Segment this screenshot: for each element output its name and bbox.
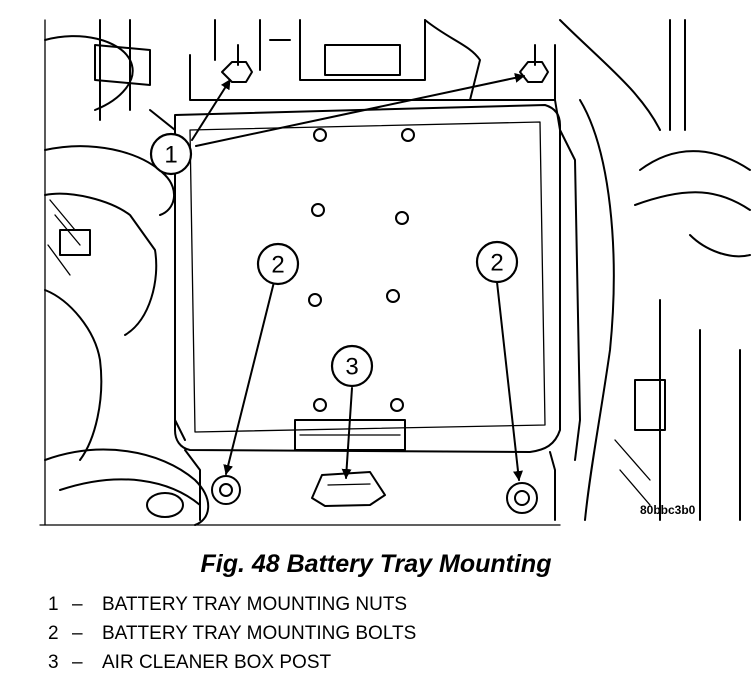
legend-item-number: 1 xyxy=(48,594,59,615)
engine-components-left xyxy=(44,19,210,526)
figure-reference-code: 80bbc3b0 xyxy=(640,503,696,517)
callout-2-right-label: 2 xyxy=(490,250,503,277)
callout-1: 1 xyxy=(149,132,193,176)
legend-item: 1 – BATTERY TRAY MOUNTING NUTS xyxy=(48,590,416,619)
callout-3-label: 3 xyxy=(345,354,358,381)
battery-tray-mounting-bolt-right xyxy=(506,482,538,514)
callout-2-left: 2 xyxy=(256,242,300,286)
tray-holes xyxy=(308,128,415,412)
legend-item-text: AIR CLEANER BOX POST xyxy=(102,652,332,673)
legend-item-separator: – xyxy=(72,623,83,644)
figure-caption: Fig. 48 Battery Tray Mounting xyxy=(200,550,552,578)
battery-tray-mounting-nut-right xyxy=(519,44,549,83)
battery-tray-mounting-nut-left xyxy=(221,44,253,83)
callout-leader-lines xyxy=(191,72,525,481)
engine-components-right xyxy=(554,19,751,521)
engine-components-top xyxy=(189,19,661,131)
battery-tray-mounting-bolt-left xyxy=(211,475,241,505)
air-cleaner-box-post xyxy=(311,471,386,507)
legend-item-number: 2 xyxy=(48,623,59,644)
legend-item: 3 – AIR CLEANER BOX POST xyxy=(48,648,416,677)
legend-item-number: 3 xyxy=(48,652,59,673)
legend-item-separator: – xyxy=(72,652,83,673)
callout-2-right: 2 xyxy=(475,240,519,284)
battery-tray-illustration: 1 2 2 3 80bbc3b0 xyxy=(39,19,751,526)
legend-item: 2 – BATTERY TRAY MOUNTING BOLTS xyxy=(48,619,416,648)
legend-item-text: BATTERY TRAY MOUNTING NUTS xyxy=(102,594,408,615)
legend-item-separator: – xyxy=(72,594,83,615)
figure-legend: 1 – BATTERY TRAY MOUNTING NUTS 2 – BATTE… xyxy=(48,590,416,677)
legend-item-text: BATTERY TRAY MOUNTING BOLTS xyxy=(102,623,417,644)
callout-3: 3 xyxy=(330,344,374,388)
battery-tray xyxy=(174,104,561,521)
callout-2-left-label: 2 xyxy=(271,252,284,279)
callout-1-label: 1 xyxy=(164,142,177,169)
